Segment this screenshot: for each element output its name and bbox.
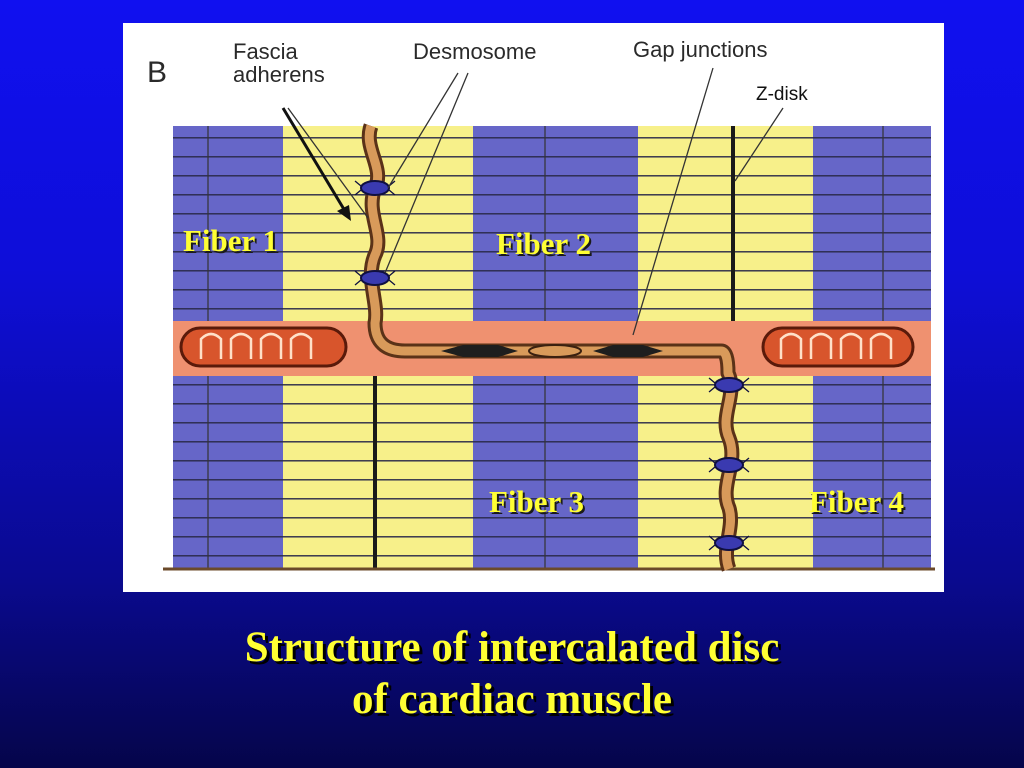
gap-junction-segments (441, 344, 663, 358)
slide-title: Structure of intercalated disc of cardia… (0, 622, 1024, 726)
slide-title-line2: of cardiac muscle (351, 676, 673, 723)
fascia-adherens-label: Fascia adherens (233, 40, 325, 86)
label-leader-lines (287, 67, 784, 336)
fiber-3-label: Fiber 3 (489, 484, 584, 519)
intercalated-disc-figure: B Fascia adherens Desmosome Gap junction… (123, 23, 944, 592)
fiber-1-label: Fiber 1 (183, 223, 278, 258)
intercalated-disc-diagram (163, 67, 935, 572)
fiber-4-label: Fiber 4 (809, 484, 904, 519)
z-disk-label: Z-disk (756, 84, 808, 105)
desmosome-filaments (354, 180, 750, 551)
panel-letter: B (147, 56, 168, 89)
lower-myofibrils (163, 376, 935, 571)
upper-myofibrils (173, 126, 931, 321)
fascia-label-line2: adherens (233, 62, 325, 88)
mitochondrion-right (761, 326, 915, 368)
arrow (281, 107, 351, 221)
fascia-label-line1: Fascia (233, 39, 298, 64)
desmosome-label: Desmosome (413, 39, 537, 64)
mitochondrion-left (179, 326, 348, 368)
desmosomes (360, 180, 744, 551)
slide-title-line1: Structure of intercalated disc (244, 624, 780, 671)
fiber-2-label: Fiber 2 (496, 226, 591, 261)
gap-junctions-label: Gap junctions (633, 37, 768, 62)
intercalated-disc (361, 123, 740, 572)
